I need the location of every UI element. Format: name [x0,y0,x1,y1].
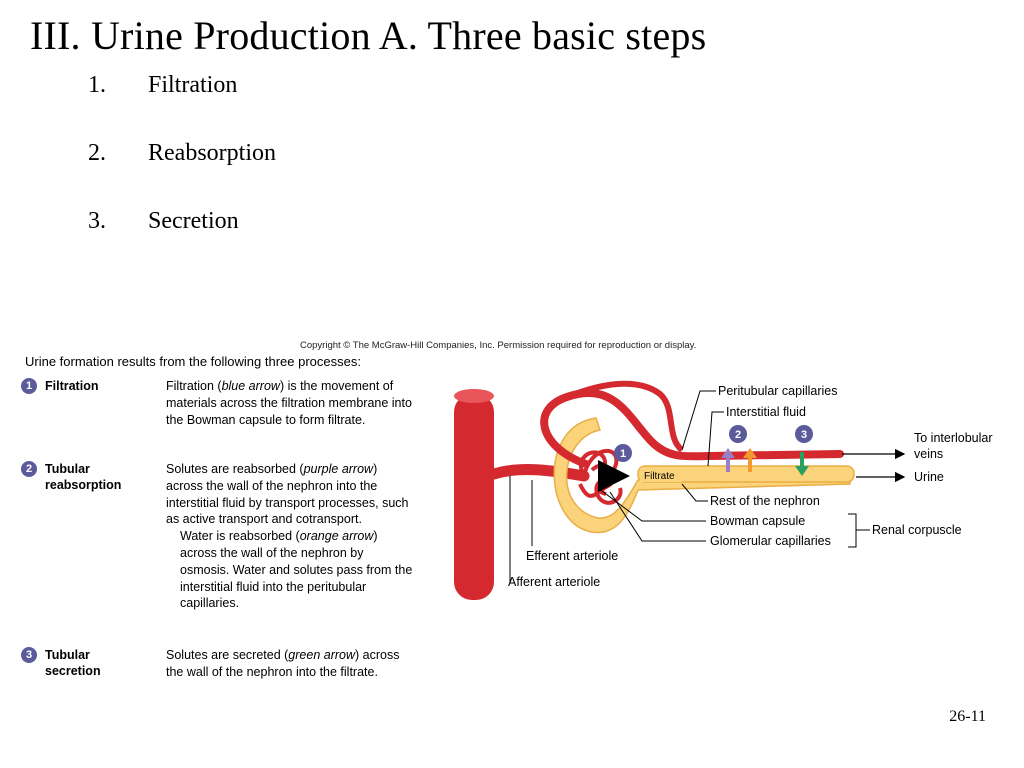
italic-text: blue arrow [221,379,280,393]
process-description-reabsorption: Solutes are reabsorbed (purple arrow) ac… [166,461,416,612]
badge-1-circle [614,444,632,462]
glomerular-capillaries-label: Glomerular capillaries [710,534,831,548]
italic-text: orange arrow [299,529,374,544]
step-filtration: 1. Filtration [88,72,237,99]
interstitial-fluid-label: Interstitial fluid [726,405,806,419]
urine-label: Urine [914,470,944,484]
badge-3-circle [795,425,813,443]
process-name-tubular-reabsorption: Tubular reabsorption [45,461,121,493]
figure-copyright: Copyright © The McGraw-Hill Companies, I… [300,340,697,351]
process-name-line: Filtration [45,379,99,393]
slide-title: III. Urine Production A. Three basic ste… [30,13,707,58]
reabsorption-arrowhead [721,448,735,458]
text: Solutes are secreted ( [166,648,289,662]
text: Water is reabsorbed ( [180,529,300,544]
process-name-filtration: Filtration [45,378,98,394]
step-secretion: 3. Secretion [88,208,239,235]
bowman-capsule-label: Bowman capsule [710,514,805,528]
step-label: Secretion [148,208,239,234]
nephron-diagram: 1 2 3 Filtrate Peritubular capillaries I… [454,380,993,600]
artery-opening [454,389,494,403]
process-description-secretion: Solutes are secreted (green arrow) acros… [166,647,416,681]
description-paragraph: Filtration (blue arrow) is the movement … [166,378,416,428]
text: Filtration ( [166,379,222,393]
step-number: 2. [88,140,106,166]
slide-number: 26-11 [949,708,986,725]
badge-2-text: 2 [735,429,741,441]
process-name-line: reabsorption [45,478,122,492]
badge-2-circle [729,425,747,443]
peritubular-capillaries-label: Peritubular capillaries [718,384,838,398]
process-description-filtration: Filtration (blue arrow) is the movement … [166,378,416,428]
italic-text: purple arrow [303,462,374,476]
text: ) across the wall of the nephron into th… [166,648,400,679]
step-number: 3. [88,208,106,234]
badge-1: 1 [21,378,37,394]
veins-label: veins [914,447,943,461]
description-paragraph: Solutes are reabsorbed (purple arrow) ac… [166,461,416,528]
peritubular-loop [568,380,685,453]
description-paragraph: Solutes are secreted (green arrow) acros… [166,647,416,681]
step-reabsorption: 2. Reabsorption [88,140,276,167]
step-label: Filtration [148,72,238,98]
efferent-arteriole [540,389,844,468]
water-arrowhead [743,448,757,458]
leader-lines [509,390,870,582]
italic-text: green arrow [288,648,355,662]
process-name-line: Tubular [45,462,90,476]
process-name-line: Tubular [45,648,90,662]
renal-corpuscle-label: Renal corpuscle [872,523,962,537]
afferent-arteriole [488,464,590,482]
text: ) across the wall of the nephron by osmo… [180,529,413,611]
description-paragraph: Water is reabsorbed (orange arrow) acros… [166,528,416,612]
artery [454,394,494,600]
rest-of-nephron-label: Rest of the nephron [710,494,820,508]
bowman-capsule [553,417,851,534]
badge-2: 2 [21,461,37,477]
efferent-arteriole-label: Efferent arteriole [526,549,618,563]
text: ) across the wall of the nephron into th… [166,462,409,527]
badge-3-text: 3 [801,429,807,441]
filtrate-label-box [640,468,682,482]
secretion-arrowhead [795,466,809,476]
text: ) is the movement of materials across th… [166,379,412,427]
to-interlobular-veins-label: To interlobular [914,431,993,445]
badge-1-text: 1 [620,448,626,460]
process-name-line: secretion [45,664,101,678]
process-name-tubular-secretion: Tubular secretion [45,647,101,679]
step-label: Reabsorption [148,140,276,166]
filtrate-label: Filtrate [644,471,675,482]
afferent-arteriole-label: Afferent arteriole [508,575,600,589]
figure-intro: Urine formation results from the followi… [25,354,361,369]
step-number: 1. [88,72,106,98]
text: Solutes are reabsorbed ( [166,462,304,476]
badge-3: 3 [21,647,37,663]
